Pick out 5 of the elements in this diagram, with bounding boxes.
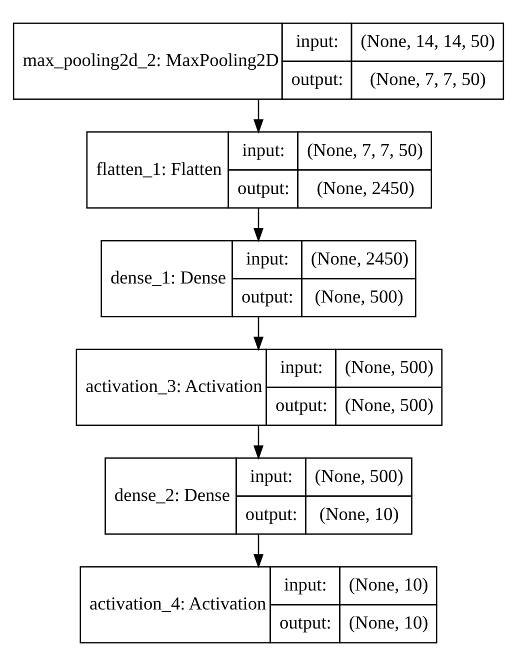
arrow: [253, 316, 264, 351]
arrow: [253, 534, 264, 568]
arrow: [253, 425, 264, 460]
arrow: [253, 99, 264, 134]
arrow: [253, 208, 264, 242]
